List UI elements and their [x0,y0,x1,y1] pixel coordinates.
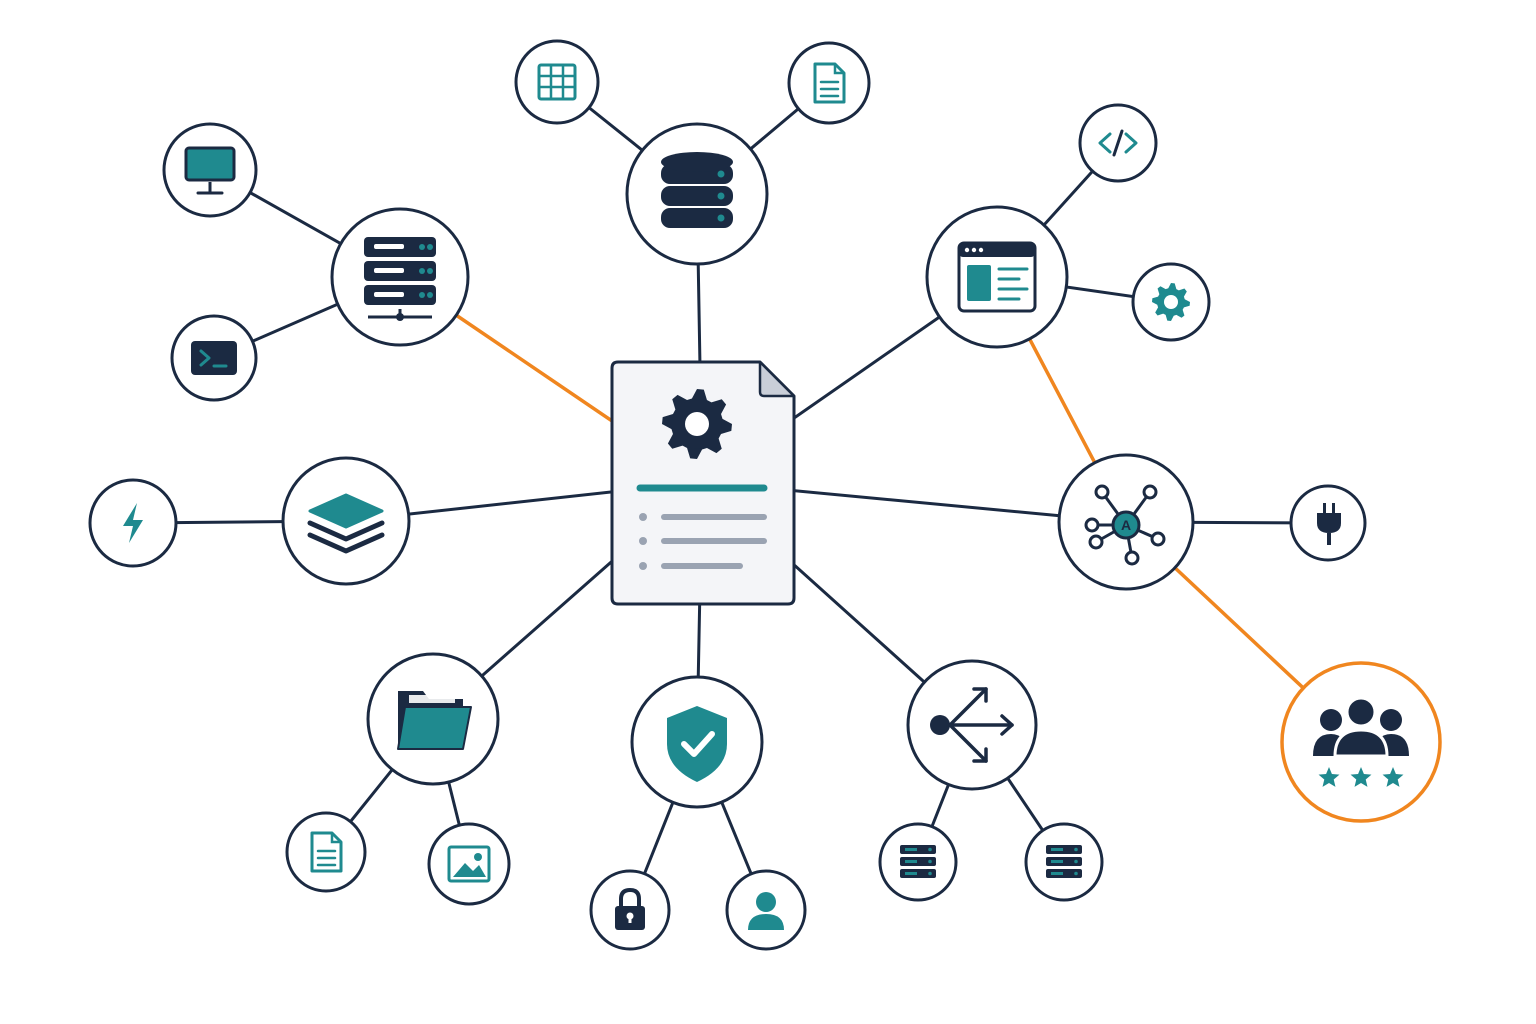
node-distribution[interactable] [906,659,1038,791]
network-node-label: A [1121,517,1131,533]
node-network[interactable]: A [1057,453,1195,591]
node-storage-server[interactable] [330,207,470,347]
hub-bullet [639,562,647,570]
node-table[interactable] [514,39,600,125]
plug-icon [1317,503,1341,545]
image-icon [447,845,491,883]
node-settings[interactable] [1131,262,1211,342]
node-database[interactable] [625,122,769,266]
hub-document[interactable] [610,360,796,606]
hub-bullet [639,537,647,545]
node-code[interactable] [1078,103,1158,183]
hub-document-fold [758,360,796,398]
server-small-icon [1046,845,1082,878]
node-user[interactable] [725,869,807,951]
node-power[interactable] [88,478,178,568]
node-circle [514,39,600,125]
terminal-icon [191,341,237,375]
node-image[interactable] [427,822,511,906]
server-rack-icon [364,237,436,321]
document-icon [310,831,343,873]
table-grid-icon [537,63,577,101]
code-brackets-icon [1098,129,1138,157]
database-icon [661,152,733,228]
shield-check-icon [667,706,727,782]
node-doc-bottom[interactable] [285,811,367,893]
browser-window-icon [957,241,1037,313]
node-layers[interactable] [281,456,411,586]
node-security[interactable] [630,675,764,809]
node-team[interactable] [1280,661,1442,823]
team-rating-icon [1313,696,1409,787]
star-icon [1350,767,1372,787]
share-arrows-icon [930,687,1014,763]
node-server-b[interactable] [1024,822,1104,902]
monitor-icon [184,146,236,195]
node-files[interactable] [366,652,500,786]
hub-bullet [639,513,647,521]
padlock-icon [615,887,645,930]
node-circle [427,822,511,906]
node-monitor[interactable] [162,122,258,218]
node-terminal[interactable] [170,314,258,402]
folder-icon [397,691,472,750]
user-icon [748,892,784,930]
gear-icon [662,389,732,459]
node-web-app[interactable] [925,205,1069,349]
star-icon [1382,767,1404,787]
node-server-a[interactable] [878,822,958,902]
layers-icon [307,493,385,554]
star-icon [1318,767,1340,787]
server-small-icon [900,845,936,878]
network-nodes-icon: A [1084,484,1166,566]
nodes-layer: A [88,39,1442,951]
node-document-top[interactable] [787,41,871,125]
document-icon [813,62,846,104]
small-gear-icon [1152,283,1190,321]
node-lock[interactable] [589,869,671,951]
node-plugin[interactable] [1289,484,1367,562]
lightning-icon [123,503,143,543]
